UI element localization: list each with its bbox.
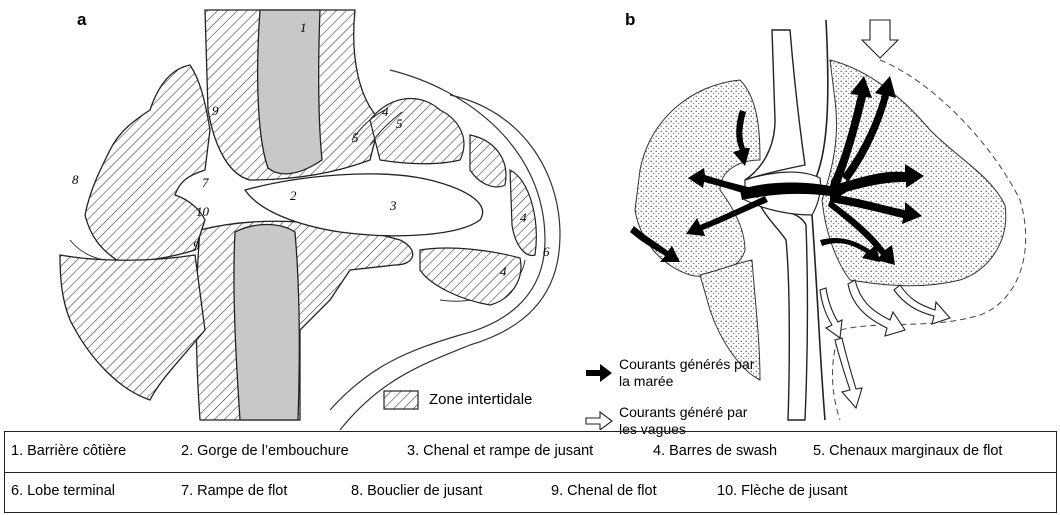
map-label-7: 7 [202,175,209,190]
map-label-5a: 5 [352,130,359,145]
key-item-5: 5. Chenaux marginaux de flot [813,443,1002,459]
barrier-spit-lower [760,205,807,420]
panel-label-a: a [77,10,86,30]
map-label-4b: 4 [520,210,527,225]
map-label-9b: 9 [193,238,200,253]
tide-currents-label-1: Courants générés par [619,356,754,373]
key-item-10: 10. Flèche de jusant [717,483,848,499]
intertidal-swatch [384,391,418,409]
swash-bars-right [470,135,506,187]
key-item-1: 1. Barrière côtière [11,443,126,459]
map-label-8: 8 [72,172,79,187]
map-label-1: 1 [300,20,307,35]
lower-land [234,225,299,421]
ebb-shield-lower [60,255,205,400]
map-label-5b: 5 [396,116,403,131]
intertidal-legend-label: Zone intertidale [429,391,532,408]
map-label-10: 10 [196,204,210,219]
map-label-3: 3 [389,198,397,213]
map-label-4c: 4 [500,264,507,279]
tide-currents-label-2: la marée [619,373,754,390]
key-item-2: 2. Gorge de l’embouchure [181,443,349,459]
panel-label-b: b [625,10,635,30]
tide-currents-legend: Courants générés par la marée [619,356,754,390]
figure: 1 2 3 4 4 4 5 5 6 7 8 9 9 10 [0,0,1060,430]
ebb-shield [85,65,210,262]
key-row-1: 1. Barrière côtière 2. Gorge de l’embouc… [5,432,1056,473]
upper-land [258,10,322,174]
key-item-6: 6. Lobe terminal [11,483,115,499]
key-item-8: 8. Bouclier de jusant [351,483,482,499]
key-table: 1. Barrière côtière 2. Gorge de l’embouc… [4,431,1057,513]
key-row-2: 6. Lobe terminal 7. Rampe de flot 8. Bou… [5,472,1056,512]
map-label-9a: 9 [212,103,219,118]
key-item-9: 9. Chenal de flot [551,483,657,499]
key-item-7: 7. Rampe de flot [181,483,287,499]
key-item-3: 3. Chenal et rampe de jusant [407,443,593,459]
key-item-4: 4. Barres de swash [653,443,777,459]
wave-currents-label-1: Courants généré par [619,404,747,421]
panel-a-map: 1 2 3 4 4 4 5 5 6 7 8 9 9 10 [60,10,560,430]
tide-legend-arrow [586,364,612,382]
map-label-4a: 4 [382,104,389,119]
map-label-2: 2 [290,188,297,203]
map-label-6: 6 [543,244,550,259]
wave-legend-arrow [586,412,612,430]
